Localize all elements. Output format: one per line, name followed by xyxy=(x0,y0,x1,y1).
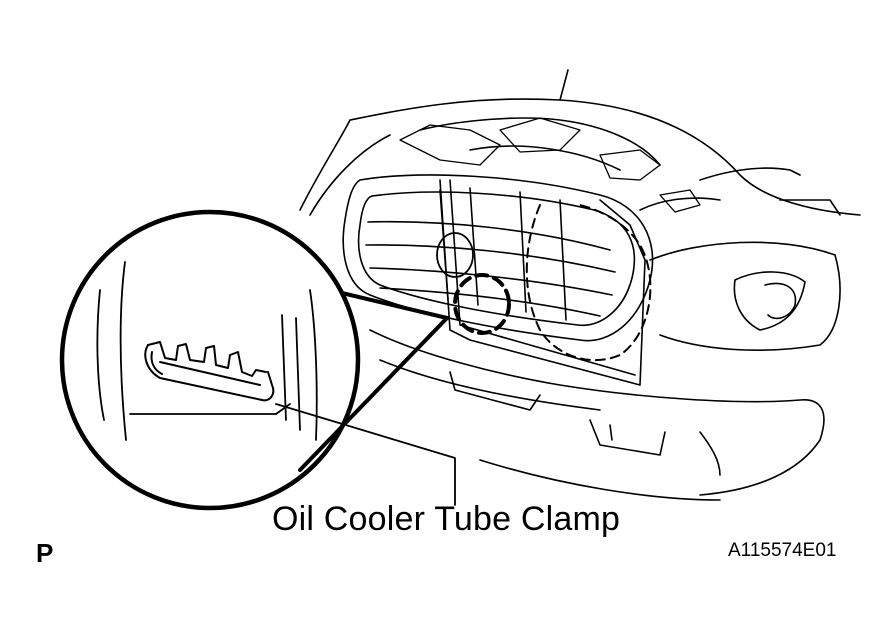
hood-outline xyxy=(299,69,861,216)
magnifier-circle xyxy=(59,209,361,511)
oil-cooler-tube-path xyxy=(525,204,652,362)
figure-id: A115574E01 xyxy=(728,540,837,561)
clamp-part xyxy=(144,341,275,402)
headlamp-and-bumper xyxy=(369,241,841,501)
engine-bay-parts xyxy=(399,117,701,213)
clamp-location-marker xyxy=(453,273,511,335)
view-letter: P xyxy=(36,538,54,568)
callout-label: Oil Cooler Tube Clamp xyxy=(272,500,621,538)
emblem-ring xyxy=(436,232,474,278)
callout-leader xyxy=(275,403,456,506)
magnified-detail xyxy=(59,209,449,511)
